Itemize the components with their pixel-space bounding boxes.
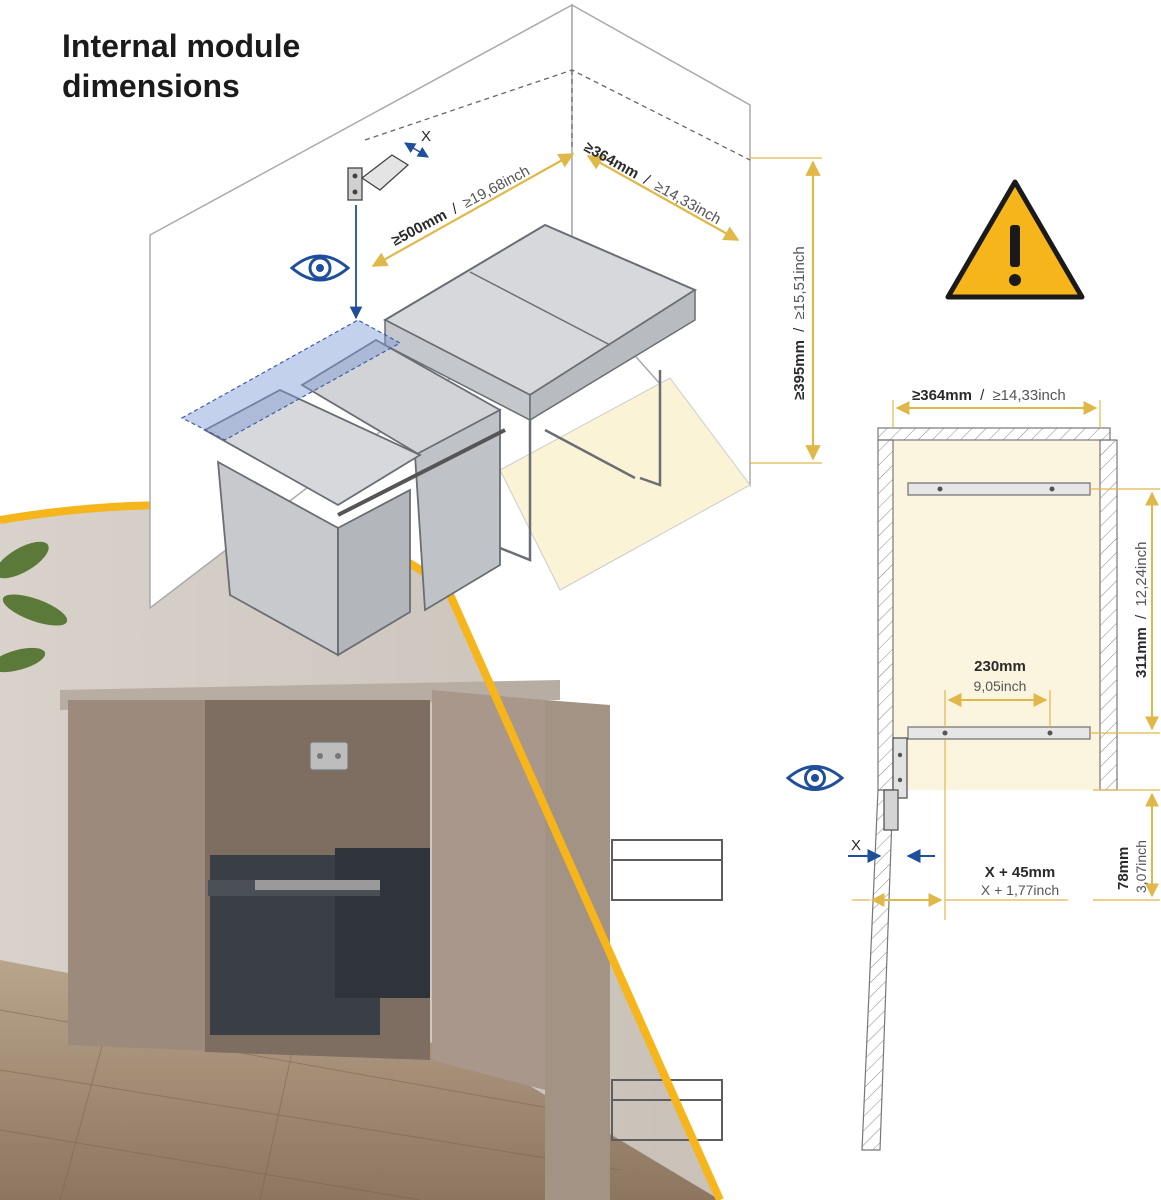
slide-rail <box>337 428 506 517</box>
offset-in: X + 1,77inch <box>981 882 1059 898</box>
title-line-2: dimensions <box>62 68 240 104</box>
gap-label: X <box>851 837 861 854</box>
front-top-panel <box>877 427 1111 441</box>
warning-icon <box>945 179 1085 300</box>
page-title: Internal module dimensions <box>62 26 300 106</box>
height-mm: ≥395mm <box>791 340 808 400</box>
rail-height-label: 311mm / 12,24inch <box>1133 542 1150 678</box>
height-sep: / <box>791 327 808 332</box>
perspective-diagram: X ≥500mm / ≥19,68inch ≥364mm / ≥14,33inc… <box>149 3 822 657</box>
front-width-mm: ≥364mm <box>912 387 972 404</box>
front-width-sep: / <box>980 387 985 404</box>
hinge-icon <box>883 737 908 831</box>
rail-span-mm: 230mm <box>974 658 1026 675</box>
offset-mm: X + 45mm <box>985 864 1055 881</box>
right-cabinet <box>545 700 610 1200</box>
rail-height-sep: / <box>1133 614 1150 619</box>
rail-height-mm: 311mm <box>1133 627 1150 678</box>
title-line-1: Internal module <box>62 28 301 64</box>
lid-divider <box>469 271 611 346</box>
front-right-wall <box>1099 439 1118 791</box>
eye-icon <box>289 254 351 282</box>
bin-right-body <box>414 408 501 612</box>
dark-bins <box>208 848 430 1035</box>
rail-span-in: 9,05inch <box>974 678 1027 694</box>
plant-leaves <box>0 541 68 673</box>
front-elevation: ≥364mm / ≥14,33inch 311mm / 12,24inch 23… <box>785 387 1160 1151</box>
depth-dimension-line <box>371 153 575 267</box>
height-in: ≥15,51inch <box>791 246 808 319</box>
upper-rail <box>907 482 1091 496</box>
height-dimension-label: ≥395mm / ≥15,51inch <box>791 246 808 400</box>
lid-side <box>529 288 696 422</box>
front-left-wall <box>877 439 894 791</box>
lower-rail <box>907 726 1091 740</box>
bin-left-side <box>337 488 411 657</box>
front-door-panel <box>861 789 894 1151</box>
hinge-icon <box>309 741 349 771</box>
bottom-in: 3,07inch <box>1133 840 1149 893</box>
hinge-gap-label: X <box>421 128 431 145</box>
frame-legs <box>499 370 662 562</box>
front-width-in: ≥14,33inch <box>992 387 1065 404</box>
bin-left-top <box>203 388 422 507</box>
front-width-label: ≥364mm / ≥14,33inch <box>912 387 1066 404</box>
cabinet-floor <box>499 377 751 591</box>
cabinet-door <box>432 690 545 1090</box>
kitchen-photo <box>0 501 724 1200</box>
rail-height-in: 12,24inch <box>1133 542 1150 607</box>
width-dimension-line <box>586 155 740 241</box>
door-plane-overlay <box>180 319 402 441</box>
eye-icon <box>785 765 845 791</box>
bottom-mm: 78mm <box>1115 847 1132 890</box>
